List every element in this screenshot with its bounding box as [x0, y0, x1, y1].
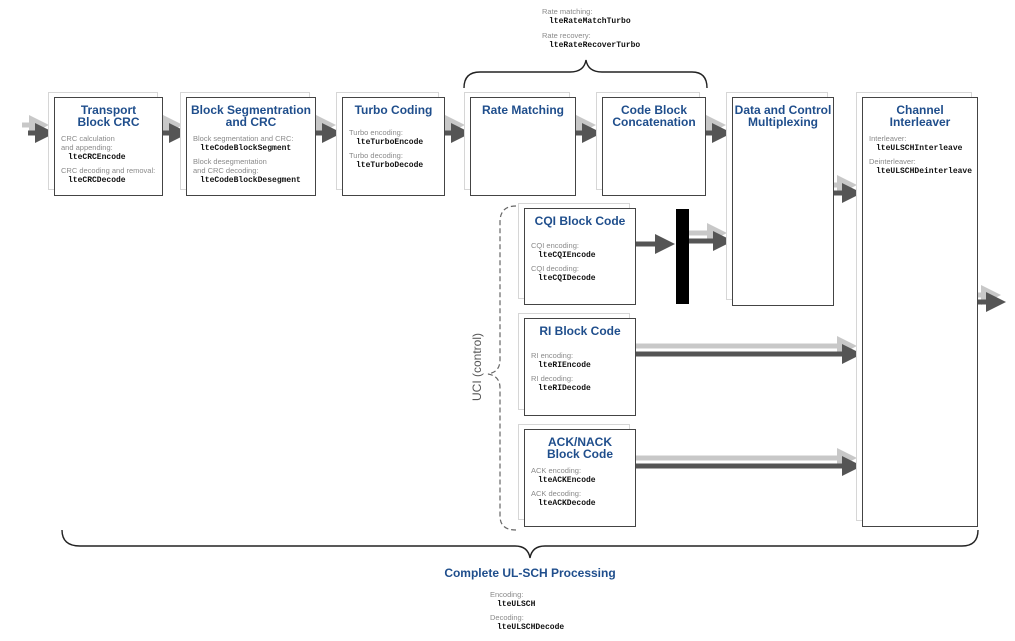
ri-block-code-block: RI Block Code RI encoding: lteRIEncode R…: [524, 318, 636, 416]
transport-block-crc-block: Transport Block CRC CRC calculation and …: [54, 97, 163, 196]
rate-recovery-fn: lteRateRecoverTurbo: [549, 41, 641, 50]
decoding-fn: lteULSCHDecode: [497, 623, 565, 632]
block-title: Rate Matching: [481, 103, 564, 117]
block-segmentation-block: Block Segmentration and CRC Block segmen…: [186, 97, 316, 196]
block-title: ACK/NACK Block Code: [546, 435, 613, 461]
block-title: Data and Control Multiplexing: [734, 103, 832, 129]
block-title: Code Block Concatenation: [612, 103, 696, 129]
uci-label: UCI (control): [470, 333, 484, 402]
channel-interleaver-block: Channel Interleaver Interleaver: lteULSC…: [862, 97, 978, 527]
encoding-fn: lteULSCH: [497, 600, 536, 609]
ri-arrows: [636, 336, 862, 364]
block-label: Block desegmentation and CRC decoding:: [193, 157, 267, 175]
turbo-coding-block: Turbo Coding Turbo encoding: lteTurboEnc…: [342, 97, 445, 196]
block-label: Interleaver:: [869, 134, 907, 143]
main-chain-arrows: [22, 115, 1006, 312]
cqi-block-code-block: CQI Block Code CQI encoding: lteCQIEncod…: [524, 208, 636, 305]
rate-matching-fn: lteRateMatchTurbo: [549, 17, 631, 26]
uci-brace: [487, 205, 517, 531]
block-label: CRC decoding and removal:: [61, 166, 156, 175]
rate-matching-block: Rate Matching: [470, 97, 576, 196]
rate-matching-label: Rate matching:: [542, 7, 593, 16]
block-label: Turbo decoding:: [349, 151, 403, 160]
block-label: CQI encoding:: [531, 241, 579, 250]
function-name: lteTurboDecode: [356, 161, 424, 170]
data-control-multiplexing-block: Data and Control Multiplexing: [732, 97, 834, 306]
rate-brace: [463, 59, 708, 89]
code-block-concatenation-block: Code Block Concatenation: [602, 97, 706, 196]
function-name: lteCodeBlockSegment: [200, 144, 292, 153]
block-title: Turbo Coding: [354, 103, 433, 117]
function-name: lteACKDecode: [538, 499, 596, 508]
decoding-label: Decoding:: [490, 613, 524, 622]
function-name: lteULSCHInterleave: [876, 144, 963, 153]
block-label: RI decoding:: [531, 374, 574, 383]
block-title: CQI Block Code: [534, 214, 626, 228]
complete-functions: Encoding: lteULSCH Decoding: lteULSCHDec…: [490, 590, 610, 633]
block-label: Deinterleaver:: [869, 157, 916, 166]
function-name: lteRIEncode: [538, 361, 591, 370]
complete-brace: [61, 529, 979, 559]
function-name: lteCQIDecode: [538, 274, 596, 283]
complete-ulsch-title: Complete UL-SCH Processing: [444, 566, 616, 580]
ack-arrows: [636, 448, 862, 476]
rate-functions: Rate matching: lteRateMatchTurbo Rate re…: [542, 7, 672, 51]
block-label: ACK decoding:: [531, 489, 582, 498]
cqi-arrows: [636, 209, 733, 304]
block-label: Turbo encoding:: [349, 128, 403, 137]
ack-nack-block-code-block: ACK/NACK Block Code ACK encoding: lteACK…: [524, 429, 636, 527]
block-label: CQI decoding:: [531, 264, 579, 273]
function-name: lteTurboEncode: [356, 138, 424, 147]
block-title: Transport Block CRC: [77, 103, 140, 129]
function-name: lteCRCDecode: [68, 176, 126, 185]
function-name: lteACKEncode: [538, 476, 596, 485]
block-label: RI encoding:: [531, 351, 574, 360]
function-name: lteCodeBlockDesegment: [200, 176, 301, 185]
block-label: ACK encoding:: [531, 466, 582, 475]
function-name: lteULSCHDeinterleave: [876, 167, 973, 176]
encoding-label: Encoding:: [490, 590, 524, 599]
rate-recovery-label: Rate recovery:: [542, 31, 591, 40]
block-title: Channel Interleaver: [889, 103, 951, 129]
function-name: lteCRCEncode: [68, 153, 126, 162]
block-label: CRC calculation and appending:: [61, 134, 115, 152]
block-label: Block segmentation and CRC:: [193, 134, 294, 143]
block-title: Block Segmentration and CRC: [190, 103, 312, 129]
function-name: lteRIDecode: [538, 384, 591, 393]
block-title: RI Block Code: [539, 324, 621, 338]
function-name: lteCQIEncode: [538, 251, 596, 260]
